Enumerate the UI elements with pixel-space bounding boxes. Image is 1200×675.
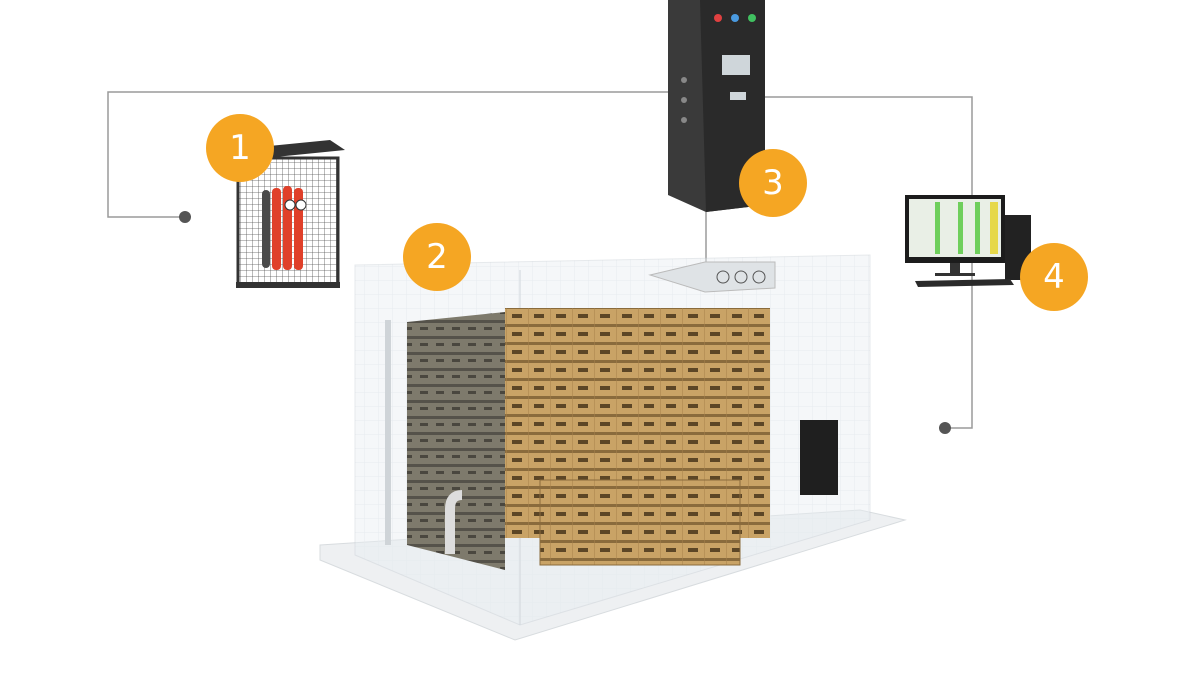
cold-storage-room-icon <box>319 254 907 641</box>
gas-cylinder-cage-icon <box>228 140 345 288</box>
computer-workstation-icon <box>905 195 1031 287</box>
badge-number: 1 <box>229 128 251 168</box>
pallet-stacks <box>407 308 770 570</box>
badge-storage-room: 2 <box>403 223 471 291</box>
badge-number: 2 <box>426 237 448 277</box>
connector-dot-left <box>179 211 191 223</box>
badge-number: 3 <box>762 163 784 203</box>
badge-number: 4 <box>1043 257 1065 297</box>
evaporator-unit-icon <box>648 261 776 293</box>
badge-control-cabinet: 3 <box>739 149 807 217</box>
door-icon <box>800 420 838 495</box>
badge-computer: 4 <box>1020 243 1088 311</box>
line-to-gas-cage <box>107 91 668 218</box>
badge-gas-cage: 1 <box>206 114 274 182</box>
connector-dot-right <box>939 422 951 434</box>
